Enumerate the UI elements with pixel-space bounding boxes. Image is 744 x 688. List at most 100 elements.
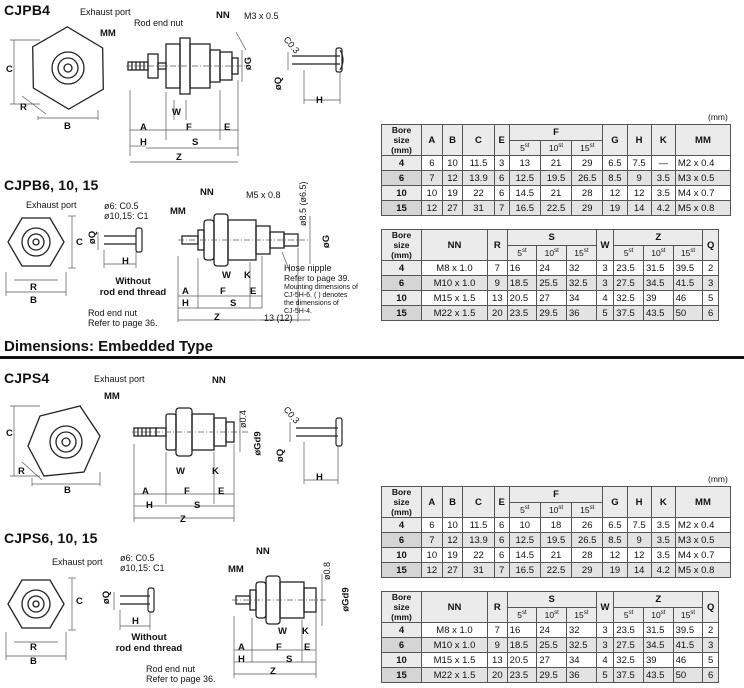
bore-size-header: Bore size (mm): [381, 124, 422, 156]
stroke-subheader: 5st: [508, 502, 541, 518]
dim-e-b6: E: [250, 286, 257, 297]
column-header: H: [626, 486, 652, 518]
cjps4-end-view: [10, 405, 101, 486]
table-cell: 10: [441, 155, 464, 171]
table-cell: 37.5: [613, 667, 644, 683]
dim-13-label: 13 (12): [264, 313, 293, 323]
table-cell: 8.5: [602, 170, 628, 186]
table-cell: 14: [626, 200, 652, 216]
cjpb6-rod-detail: [97, 227, 143, 268]
stroke-subheader: 5st: [613, 245, 644, 261]
table-cell: 12: [421, 200, 443, 216]
column-header: NN: [421, 591, 488, 623]
table-cell: 16: [506, 622, 538, 638]
stroke-subheader: 10st: [539, 502, 573, 518]
column-header: E: [493, 124, 510, 156]
dim-h-s4-detail: H: [316, 472, 323, 483]
phi6-label: ø6: C0.5: [104, 201, 139, 211]
column-header: Z: [613, 590, 704, 609]
table-cell: 9: [626, 170, 652, 186]
table-cell: 41.5: [672, 275, 704, 291]
table-cell: M15 x 1.5: [421, 290, 488, 306]
table-cell: 39: [642, 652, 674, 668]
stroke-subheader: 5st: [506, 245, 538, 261]
table-cell: 7: [421, 532, 443, 548]
dim-s-s6: S: [286, 654, 293, 665]
table-cell: 23.5: [613, 260, 644, 276]
table-cell: 12: [421, 562, 443, 578]
table-cell: 32.5: [613, 652, 644, 668]
stroke-subheader: 10st: [539, 140, 573, 156]
table-cell: 7: [421, 170, 443, 186]
dim-f-s4: F: [184, 486, 190, 497]
table-cell: 10: [508, 517, 541, 533]
table-cell: 34.5: [642, 275, 674, 291]
cjpb4-end-view: [10, 26, 104, 120]
column-header: R: [487, 591, 508, 623]
cjps6-end-view: [5, 577, 76, 660]
table-cell: 34: [566, 290, 597, 306]
dim-h: H: [140, 137, 147, 148]
cjpb4-rod-end-detail: [287, 47, 344, 104]
without-label-2: rod end thread: [99, 287, 167, 298]
bore-size-cell: 15: [381, 200, 422, 216]
table-cell: 7: [487, 622, 508, 638]
dim-e: E: [224, 122, 231, 133]
table-cell: 28: [571, 185, 604, 201]
table-cell: 28: [571, 547, 604, 563]
cjps4-side-view: [132, 407, 250, 522]
bore-size-header: Bore size (mm): [381, 486, 422, 518]
table-cell: M5 x 0.8: [674, 562, 732, 578]
stroke-subheader: 10st: [642, 245, 674, 261]
dim-b-b6: B: [30, 295, 37, 306]
dim-e-s6: E: [304, 642, 311, 653]
dim-h-b6-detail: H: [122, 256, 129, 267]
nn-label-s4: NN: [212, 375, 226, 386]
table-cell: 25.5: [536, 637, 567, 653]
table-cell: 29: [571, 200, 604, 216]
table-cell: M8 x 1.0: [421, 260, 488, 276]
dim-b-s4: B: [64, 485, 71, 496]
dim-w-s6: W: [278, 626, 287, 637]
dim-s: S: [192, 137, 199, 148]
table-cell: 12: [626, 547, 652, 563]
phi04-label: ø0.4: [238, 409, 249, 429]
table-cell: 32.5: [566, 275, 597, 291]
column-header: K: [650, 124, 676, 156]
hose-ref-4: the dimensions of: [284, 300, 339, 307]
stroke-subheader: 5st: [613, 607, 644, 623]
nn-label-s6: NN: [256, 546, 270, 557]
table-cell: 24: [536, 260, 567, 276]
table-cell: 29: [571, 155, 604, 171]
table-cell: 22: [462, 547, 495, 563]
cjpb6-side-view: [177, 213, 311, 322]
exhaust-port-label: Exhaust port: [80, 7, 131, 17]
dim-phi-q-b6: øQ: [87, 230, 99, 245]
table-cell: 10: [441, 517, 464, 533]
table-cell: 41.5: [672, 637, 704, 653]
table-cell: 27.5: [613, 275, 644, 291]
cjpb6-heading: CJPB6, 10, 15: [4, 177, 99, 193]
table-cell: 20.5: [506, 652, 538, 668]
table-cell: 29.5: [536, 667, 567, 683]
table-cell: 34: [566, 652, 597, 668]
bore-size-cell: 4: [381, 517, 422, 533]
rod-nut-ref-b6: Refer to page 36.: [88, 318, 158, 328]
table-cell: M3 x 0.5: [674, 532, 732, 548]
dim-a-s4: A: [142, 486, 149, 497]
mm-label-b6: MM: [170, 206, 186, 217]
table-cell: M22 x 1.5: [421, 305, 488, 321]
dim-phi-g-b6: øG: [321, 234, 333, 249]
mm-label: MM: [100, 28, 116, 39]
dim-h-detail: H: [316, 95, 323, 106]
bore-size-header: Bore size (mm): [381, 591, 422, 623]
table-cell: 26: [571, 517, 604, 533]
table-cell: 3: [595, 260, 615, 276]
